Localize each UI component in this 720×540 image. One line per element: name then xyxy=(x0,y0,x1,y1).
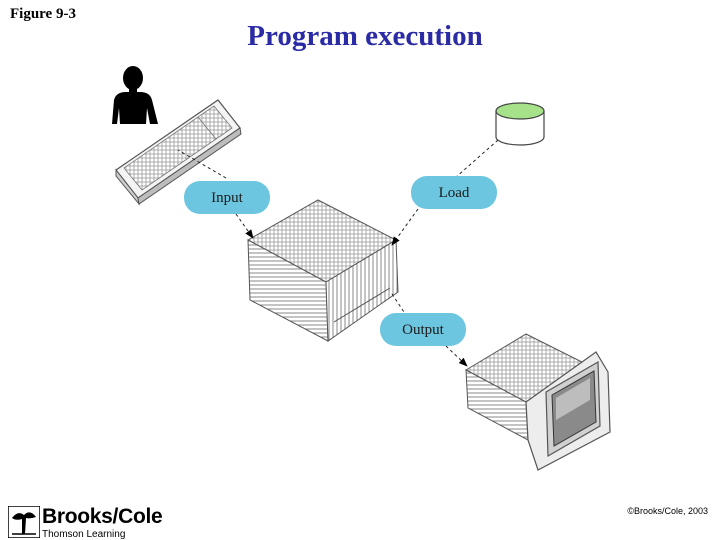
copyright-text: ©Brooks/Cole, 2003 xyxy=(627,506,708,516)
connector-output-monitor xyxy=(445,345,468,367)
publisher-logo: Brooks/Cole Thomson Learning xyxy=(8,505,173,540)
load-label: Load xyxy=(439,185,470,201)
brand-name: Brooks/Cole xyxy=(42,505,163,528)
monitor-icon xyxy=(464,333,611,471)
disk-storage-icon xyxy=(495,102,545,146)
brand-subtitle: Thomson Learning xyxy=(42,529,126,540)
load-node: Load xyxy=(411,176,497,209)
output-node: Output xyxy=(380,313,466,346)
connector-load-computer xyxy=(391,208,419,246)
keyboard-icon xyxy=(115,99,242,206)
flow-connectors xyxy=(177,139,499,367)
tree-logo-icon xyxy=(8,506,40,538)
connector-input-computer xyxy=(235,213,254,239)
connector-disk-load xyxy=(454,139,499,179)
computer-icon xyxy=(246,199,399,342)
figure-label: Figure 9-3 xyxy=(10,6,76,22)
input-label: Input xyxy=(211,190,243,206)
page-title: Program execution xyxy=(247,20,483,52)
user-icon xyxy=(112,66,158,124)
input-node: Input xyxy=(184,181,270,214)
connector-computer-output xyxy=(391,293,407,316)
output-label: Output xyxy=(402,322,445,338)
